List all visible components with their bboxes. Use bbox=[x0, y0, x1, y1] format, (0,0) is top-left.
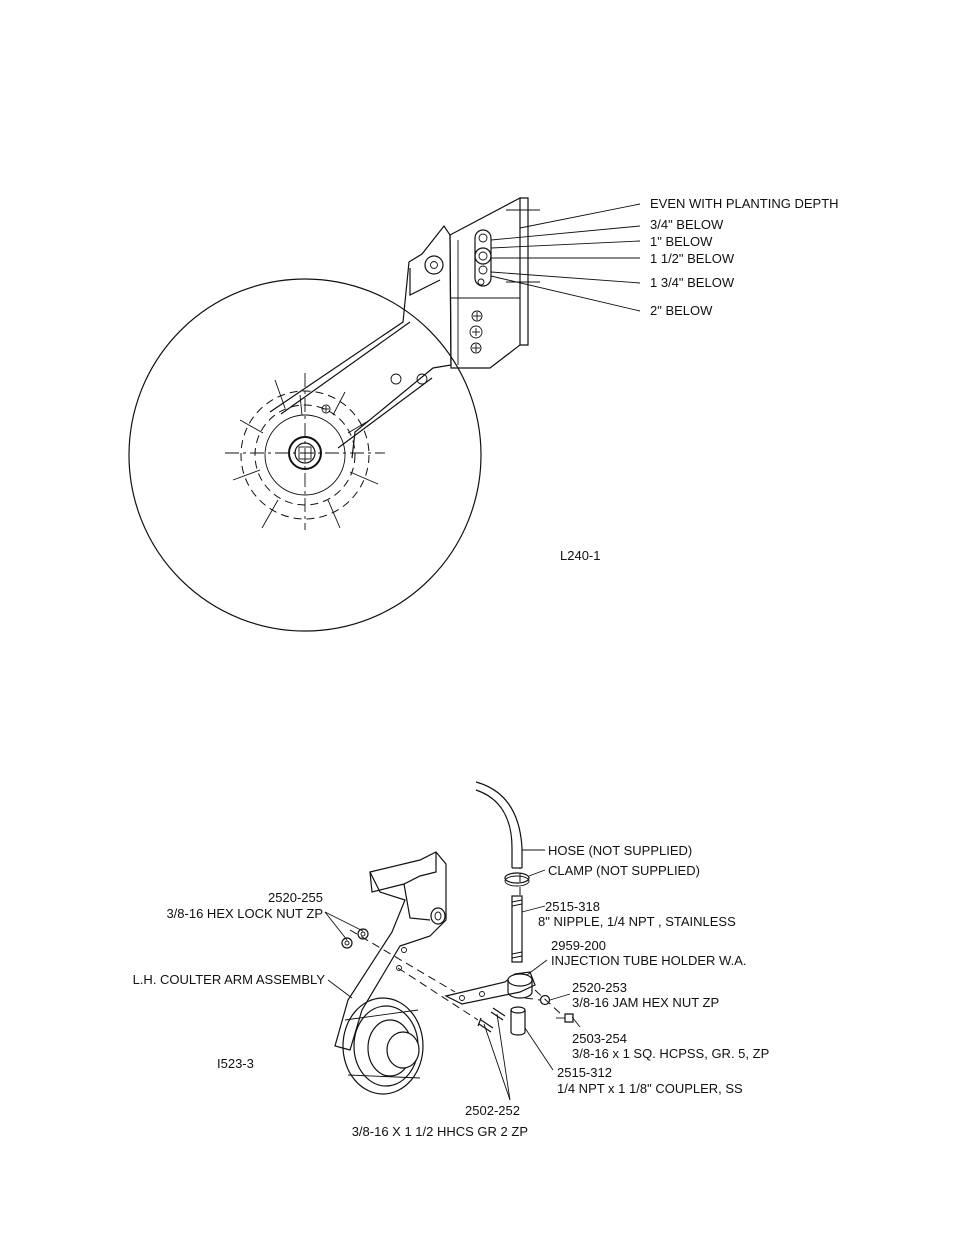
hex-bolt bbox=[477, 1017, 494, 1033]
callout-holder-desc: INJECTION TUBE HOLDER W.A. bbox=[551, 953, 747, 968]
coulter-depth-diagram: EVEN WITH PLANTING DEPTH 3/4" BELOW 1" B… bbox=[128, 196, 839, 632]
depth-label-one-three-quarter: 1 3/4" BELOW bbox=[650, 275, 735, 290]
hub-flange bbox=[264, 414, 346, 496]
callout-set-screw-desc: 3/8-16 x 1 SQ. HCPSS, GR. 5, ZP bbox=[572, 1046, 769, 1061]
lock-nut-2 bbox=[357, 928, 369, 940]
hose bbox=[475, 781, 523, 868]
coulter-arm bbox=[269, 224, 452, 459]
callout-lock-nut-part: 2520-255 bbox=[268, 890, 323, 905]
injection-tube-diagram: HOSE (NOT SUPPLIED) CLAMP (NOT SUPPLIED)… bbox=[133, 781, 769, 1139]
set-screw bbox=[564, 1013, 574, 1023]
depth-label-three-quarter: 3/4" BELOW bbox=[650, 217, 724, 232]
callout-jam-nut-part: 2520-253 bbox=[572, 980, 627, 995]
callout-set-screw-part: 2503-254 bbox=[572, 1031, 627, 1046]
lock-nut-1 bbox=[341, 937, 353, 949]
callout-nipple-part: 2515-318 bbox=[545, 899, 600, 914]
hose-clamp bbox=[504, 872, 530, 884]
depth-label-one: 1" BELOW bbox=[650, 234, 713, 249]
depth-label-two: 2" BELOW bbox=[650, 303, 713, 318]
injection-tube-holder bbox=[444, 971, 536, 1005]
callout-bolt-desc: 3/8-16 X 1 1/2 HHCS GR 2 ZP bbox=[352, 1124, 528, 1139]
drawing-id-bottom: I523-3 bbox=[217, 1056, 254, 1071]
coulter-hub bbox=[342, 997, 424, 1095]
depth-label-one-half: 1 1/2" BELOW bbox=[650, 251, 735, 266]
depth-adjust-holes bbox=[469, 233, 492, 354]
coupler bbox=[510, 1010, 526, 1036]
lh-coulter-arm bbox=[334, 851, 447, 1051]
pivot-bolt bbox=[424, 255, 444, 275]
depth-label-even: EVEN WITH PLANTING DEPTH bbox=[650, 196, 839, 211]
callout-leaders bbox=[324, 849, 581, 1101]
callout-bolt-part: 2502-252 bbox=[465, 1103, 520, 1118]
callout-nipple-desc: 8" NIPPLE, 1/4 NPT , STAINLESS bbox=[538, 914, 736, 929]
callout-jam-nut-desc: 3/8-16 JAM HEX NUT ZP bbox=[572, 995, 719, 1010]
drawing-id-top: L240-1 bbox=[560, 548, 600, 563]
callout-hose: HOSE (NOT SUPPLIED) bbox=[548, 843, 692, 858]
depth-slot bbox=[474, 229, 492, 287]
jam-nut bbox=[539, 994, 551, 1006]
hub-spokes bbox=[232, 379, 379, 529]
depth-bracket bbox=[449, 197, 521, 369]
callout-arm-assembly: L.H. COULTER ARM ASSEMBLY bbox=[133, 972, 326, 987]
callout-lock-nut-desc: 3/8-16 HEX LOCK NUT ZP bbox=[166, 906, 323, 921]
callout-clamp: CLAMP (NOT SUPPLIED) bbox=[548, 863, 700, 878]
callout-coupler-part: 2515-312 bbox=[557, 1065, 612, 1080]
depth-leaders bbox=[490, 203, 641, 312]
coulter-disc bbox=[128, 278, 482, 632]
callout-holder-part: 2959-200 bbox=[551, 938, 606, 953]
callout-coupler-desc: 1/4 NPT x 1 1/8" COUPLER, SS bbox=[557, 1081, 743, 1096]
nipple bbox=[511, 895, 523, 963]
